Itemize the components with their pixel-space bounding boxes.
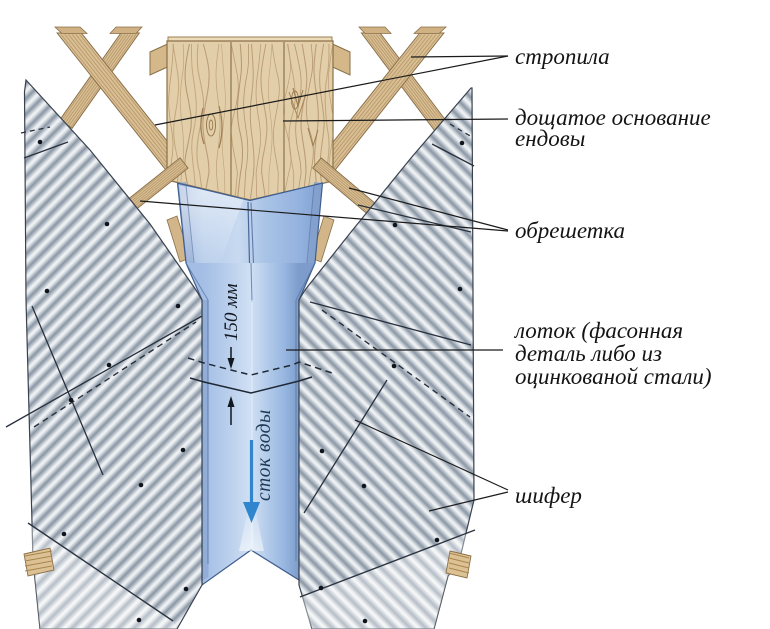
svg-text:оцинкованой стали): оцинкованой стали) xyxy=(515,364,712,389)
svg-text:сток воды: сток воды xyxy=(254,409,275,501)
svg-text:150 мм: 150 мм xyxy=(221,283,242,341)
svg-text:стропила: стропила xyxy=(515,44,610,69)
svg-text:деталь либо из: деталь либо из xyxy=(515,341,662,366)
svg-text:шифер: шифер xyxy=(515,483,582,508)
svg-text:обрешетка: обрешетка xyxy=(515,218,625,243)
svg-text:дощатое основание: дощатое основание xyxy=(515,105,711,130)
svg-text:лоток (фасонная: лоток (фасонная xyxy=(513,318,683,343)
svg-text:ендовы: ендовы xyxy=(515,126,585,151)
